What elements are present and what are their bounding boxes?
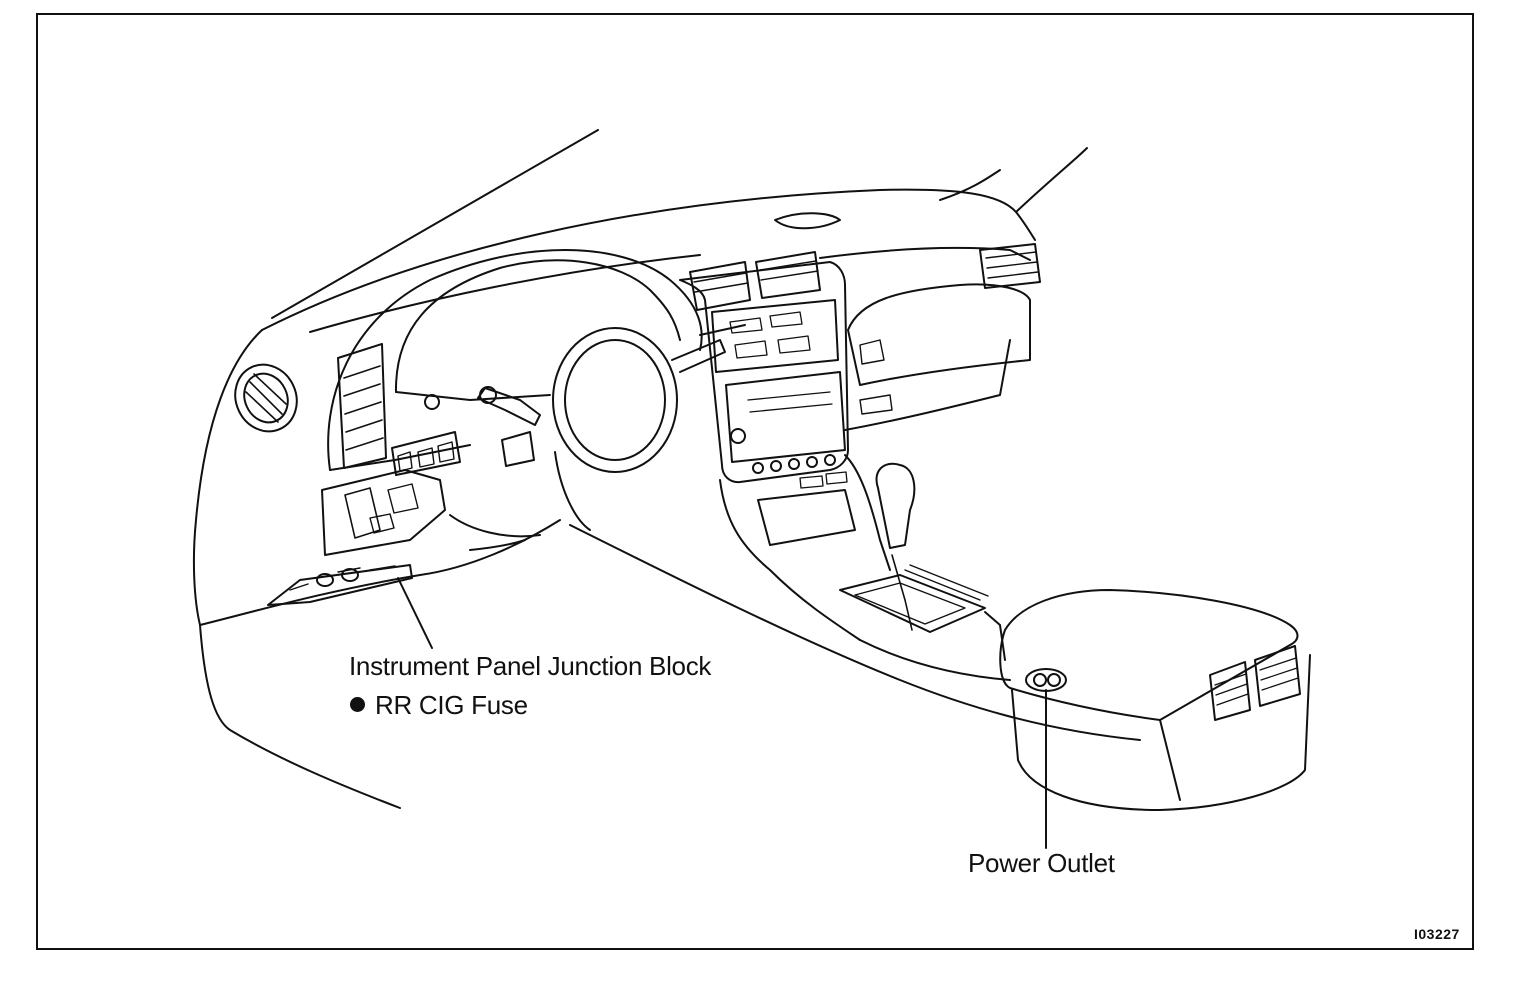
left-round-vent — [234, 363, 298, 433]
dash-upper-sweep — [309, 254, 701, 333]
power-outlet-label: Power Outlet — [968, 848, 1115, 878]
floor-line — [569, 524, 1141, 741]
switch-panel — [391, 431, 461, 476]
right-vent — [979, 243, 1041, 289]
rear-vents — [1209, 645, 1301, 721]
junction-leader-line — [397, 577, 433, 649]
windshield-right-line — [1015, 147, 1088, 213]
cluster-hood-outer — [327, 249, 703, 471]
cluster-hood-inner — [394, 259, 681, 393]
center-vents — [689, 251, 821, 311]
cluster-knob — [424, 394, 440, 410]
fuse-label: RR CIG Fuse — [375, 690, 528, 720]
shift-knob — [875, 462, 916, 549]
steering-column — [554, 451, 591, 531]
bullet-dot — [350, 697, 365, 712]
console-right-edge — [844, 454, 891, 571]
steering-wheel-hub — [552, 327, 678, 473]
center-stack-outer — [679, 261, 849, 484]
lower-panel-cutout — [321, 469, 446, 556]
ignition-switch — [501, 431, 535, 467]
right-dash-lower — [844, 339, 1011, 431]
audio-unit — [711, 299, 839, 373]
console-rear-body — [1011, 654, 1311, 811]
armrest-top — [999, 589, 1299, 721]
dash-left-body — [192, 329, 263, 626]
figure-code: I03227 — [1414, 926, 1460, 942]
junction-block — [267, 564, 413, 606]
dash-top-edge — [261, 188, 1036, 331]
glove-box — [847, 283, 1031, 386]
console-left-edge — [719, 479, 861, 641]
cluster-bottom — [329, 444, 471, 471]
right-dash-face — [819, 247, 1031, 261]
junction-block-label: Instrument Panel Junction Block — [349, 651, 712, 681]
left-rect-vent — [337, 343, 387, 469]
shift-gate — [839, 574, 986, 633]
stalk — [477, 387, 541, 426]
console-tray — [757, 489, 856, 546]
windshield-left-line — [271, 129, 599, 319]
dash-door-line — [199, 624, 401, 809]
climate-unit — [725, 371, 846, 463]
console-side — [859, 639, 1011, 681]
cowl-line — [939, 169, 1001, 201]
diagram-frame — [36, 13, 1474, 950]
